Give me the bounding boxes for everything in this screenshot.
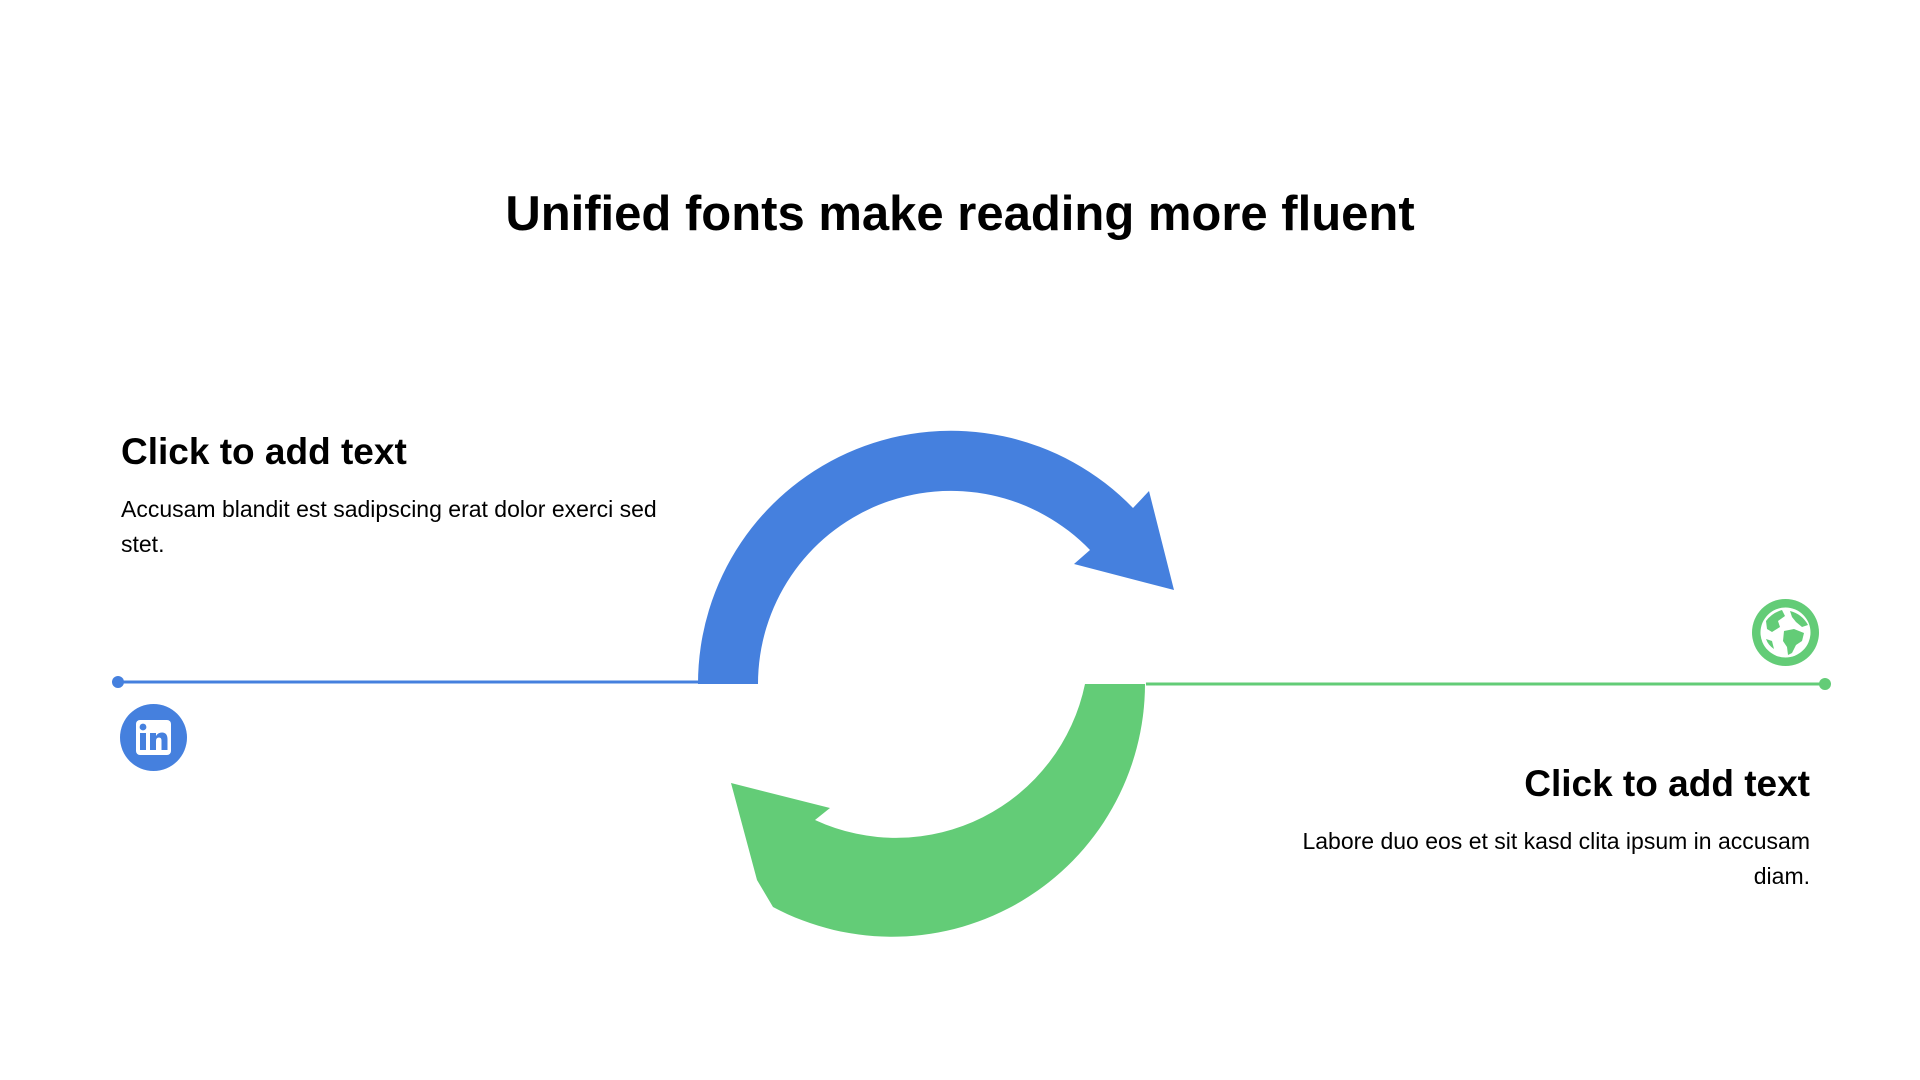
linkedin-icon — [120, 704, 187, 771]
left-body-text[interactable]: Accusam blandit est sadipscing erat dolo… — [121, 496, 657, 557]
left-text-block: Click to add text Accusam blandit est sa… — [121, 428, 661, 562]
blue-cycle-arrow — [697, 430, 1174, 684]
slide-title[interactable]: Unified fonts make reading more fluent — [505, 187, 1415, 241]
blue-connector-dot — [112, 676, 124, 688]
globe-icon — [1752, 599, 1819, 666]
green-cycle-arrow — [731, 684, 1145, 937]
green-connector-dot — [1819, 678, 1831, 690]
right-body-text[interactable]: Labore duo eos et sit kasd clita ipsum i… — [1302, 828, 1810, 889]
left-heading[interactable]: Click to add text — [121, 431, 407, 472]
right-heading[interactable]: Click to add text — [1524, 763, 1810, 804]
right-text-block: Click to add text Labore duo eos et sit … — [1270, 760, 1810, 894]
